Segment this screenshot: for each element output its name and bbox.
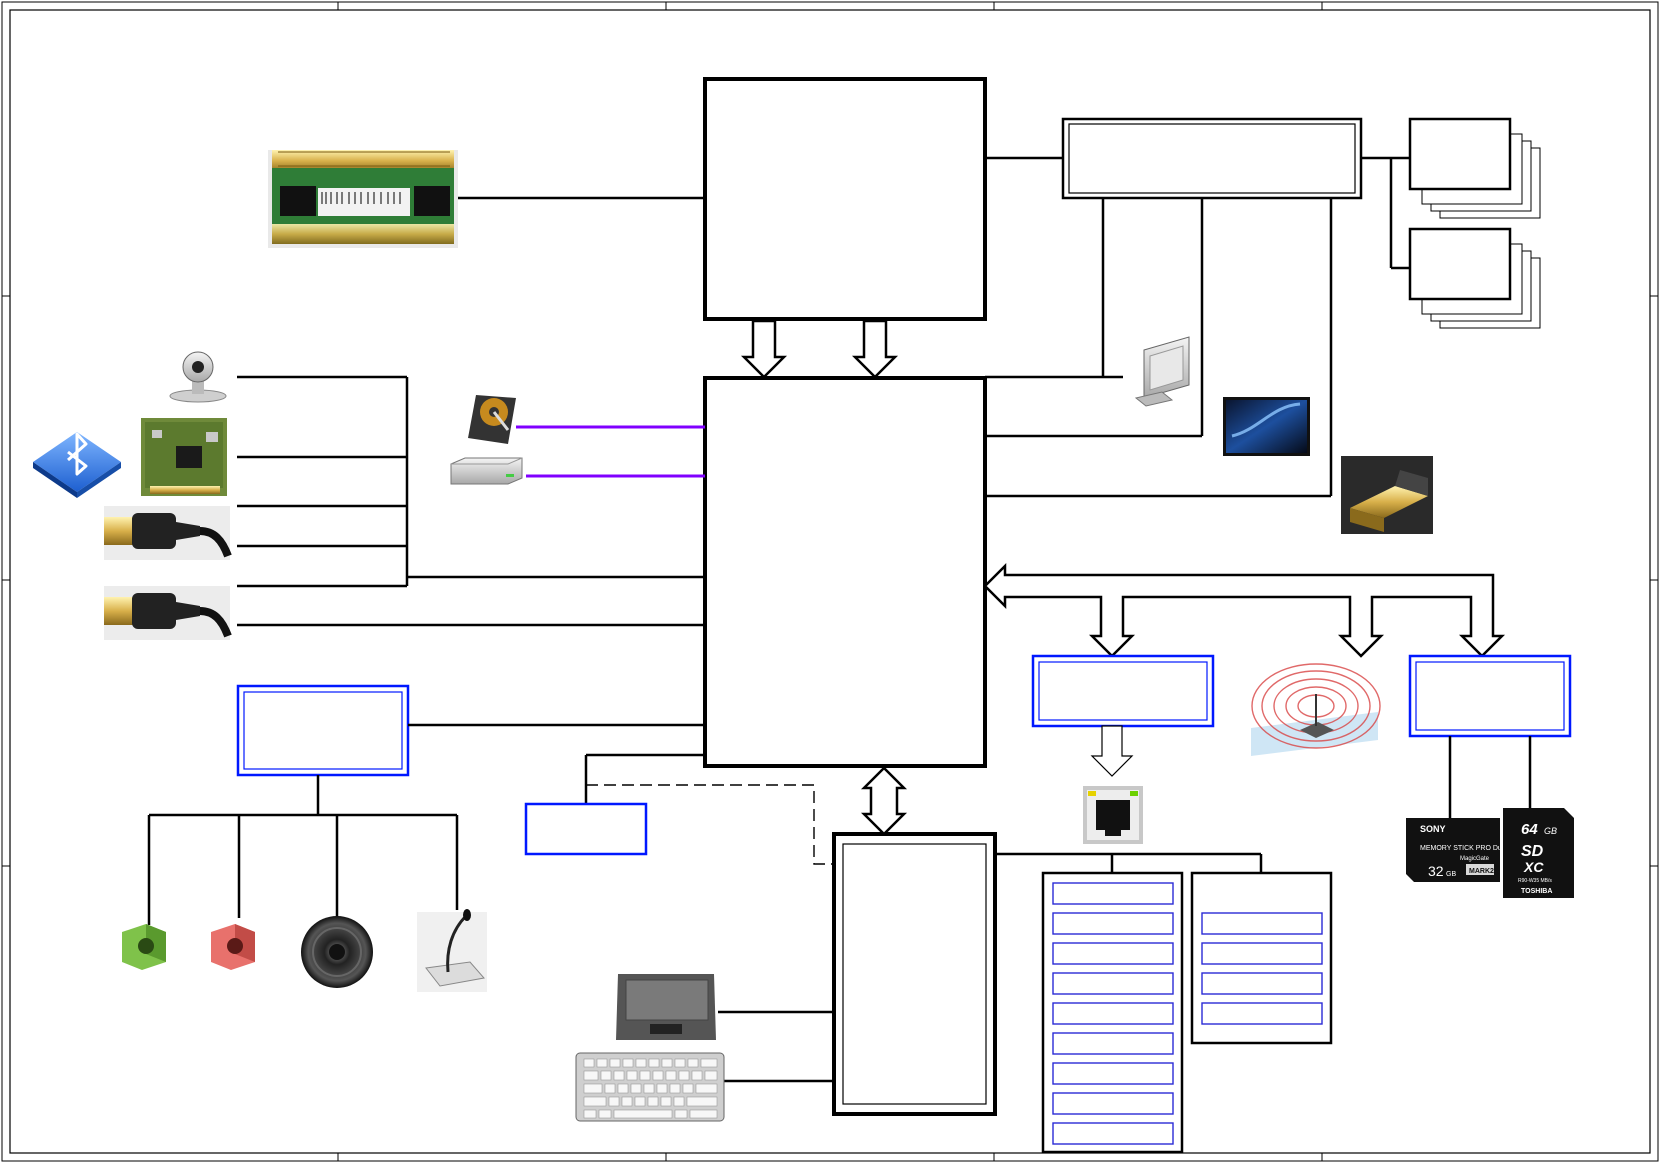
usb-tree-lines <box>237 375 705 627</box>
ethernet-jack-icon <box>1083 786 1143 844</box>
list-item <box>1052 1122 1174 1145</box>
sd-card-logo: SD <box>1521 843 1544 860</box>
sd-card-sub: XC <box>1523 859 1544 875</box>
clock-tree-lines <box>1361 156 1410 270</box>
page-stack-lower <box>1408 227 1541 329</box>
pin-list-left <box>1041 871 1184 1154</box>
list-item <box>1052 1032 1174 1055</box>
down-arrow <box>851 319 899 379</box>
mic-jack-icon <box>211 924 255 970</box>
sd-card-icon: 64 GB SD XC R90-W35 MB/s TOSHIBA <box>1503 808 1574 898</box>
audio-codec-block <box>236 684 410 777</box>
list-item <box>1052 912 1174 935</box>
wifi-antenna-icon <box>1251 663 1381 756</box>
main-blocks <box>703 77 1363 1116</box>
display-lines <box>985 156 1333 498</box>
list-item <box>1052 942 1174 965</box>
bluetooth-icon <box>33 432 121 498</box>
headphone-jack-icon <box>122 924 166 970</box>
list-item <box>1201 942 1323 965</box>
wireless-card-icon <box>141 418 227 496</box>
clock-gen-block <box>1061 117 1363 200</box>
memory-stick-brand: SONY <box>1420 824 1446 834</box>
list-item <box>1201 912 1323 935</box>
chipset-ec-double-arrow <box>860 766 908 836</box>
pcie-bus-arrow <box>983 562 1506 658</box>
list-item <box>1052 1092 1174 1115</box>
usb-connector-icon <box>104 586 232 640</box>
down-arrow <box>740 319 788 379</box>
memory-stick-capacity: 32 <box>1428 863 1444 879</box>
usb-connector-icon <box>104 506 232 560</box>
memory-module-icon <box>268 150 458 248</box>
list-item <box>1052 1062 1174 1085</box>
memory-stick-model: MARK2 <box>1469 868 1494 875</box>
sd-card-speed: R90-W35 MB/s <box>1518 878 1552 884</box>
cpu-block <box>703 77 987 321</box>
dashed-link <box>586 784 834 865</box>
fdi-dmi-arrows <box>740 319 899 379</box>
lan-controller-block <box>1031 654 1215 728</box>
chipset-block <box>703 376 987 768</box>
webcam-icon <box>167 347 229 403</box>
audio-tree-lines <box>147 723 705 925</box>
list-item <box>1052 1002 1174 1025</box>
speaker-icon <box>301 916 373 988</box>
card-reader-block <box>1408 654 1572 738</box>
sd-card-unit: GB <box>1544 826 1557 836</box>
ec-connection-lines <box>584 753 1263 1083</box>
ec-block <box>832 832 997 1116</box>
pin-list-right <box>1190 871 1333 1045</box>
lan-down-arrow <box>1090 725 1134 777</box>
spi-rom-block <box>524 802 648 856</box>
hdmi-connector-icon <box>1341 456 1433 534</box>
lcd-panel-icon <box>1223 397 1310 456</box>
list-item <box>1201 1002 1323 1025</box>
keyboard-icon <box>575 1052 725 1122</box>
list-item <box>1052 882 1174 905</box>
hard-disk-icon <box>468 395 516 444</box>
optical-drive-icon <box>450 457 523 485</box>
memory-stick-line2: MagicGate <box>1460 856 1490 862</box>
memory-stick-card-icon: SONY MEMORY STICK PRO Duo MagicGate 32 G… <box>1406 818 1506 882</box>
sd-card-capacity: 64 <box>1521 821 1538 838</box>
memory-stick-unit: GB <box>1446 871 1456 878</box>
page-stack-upper <box>1408 117 1541 219</box>
monitor-icon <box>1134 336 1190 407</box>
touchpad-icon <box>616 974 716 1040</box>
microphone-icon <box>417 909 487 992</box>
memory-stick-line1: MEMORY STICK PRO Duo <box>1420 845 1506 852</box>
sd-card-brand: TOSHIBA <box>1521 888 1552 895</box>
list-item <box>1201 972 1323 995</box>
list-item <box>1052 972 1174 995</box>
